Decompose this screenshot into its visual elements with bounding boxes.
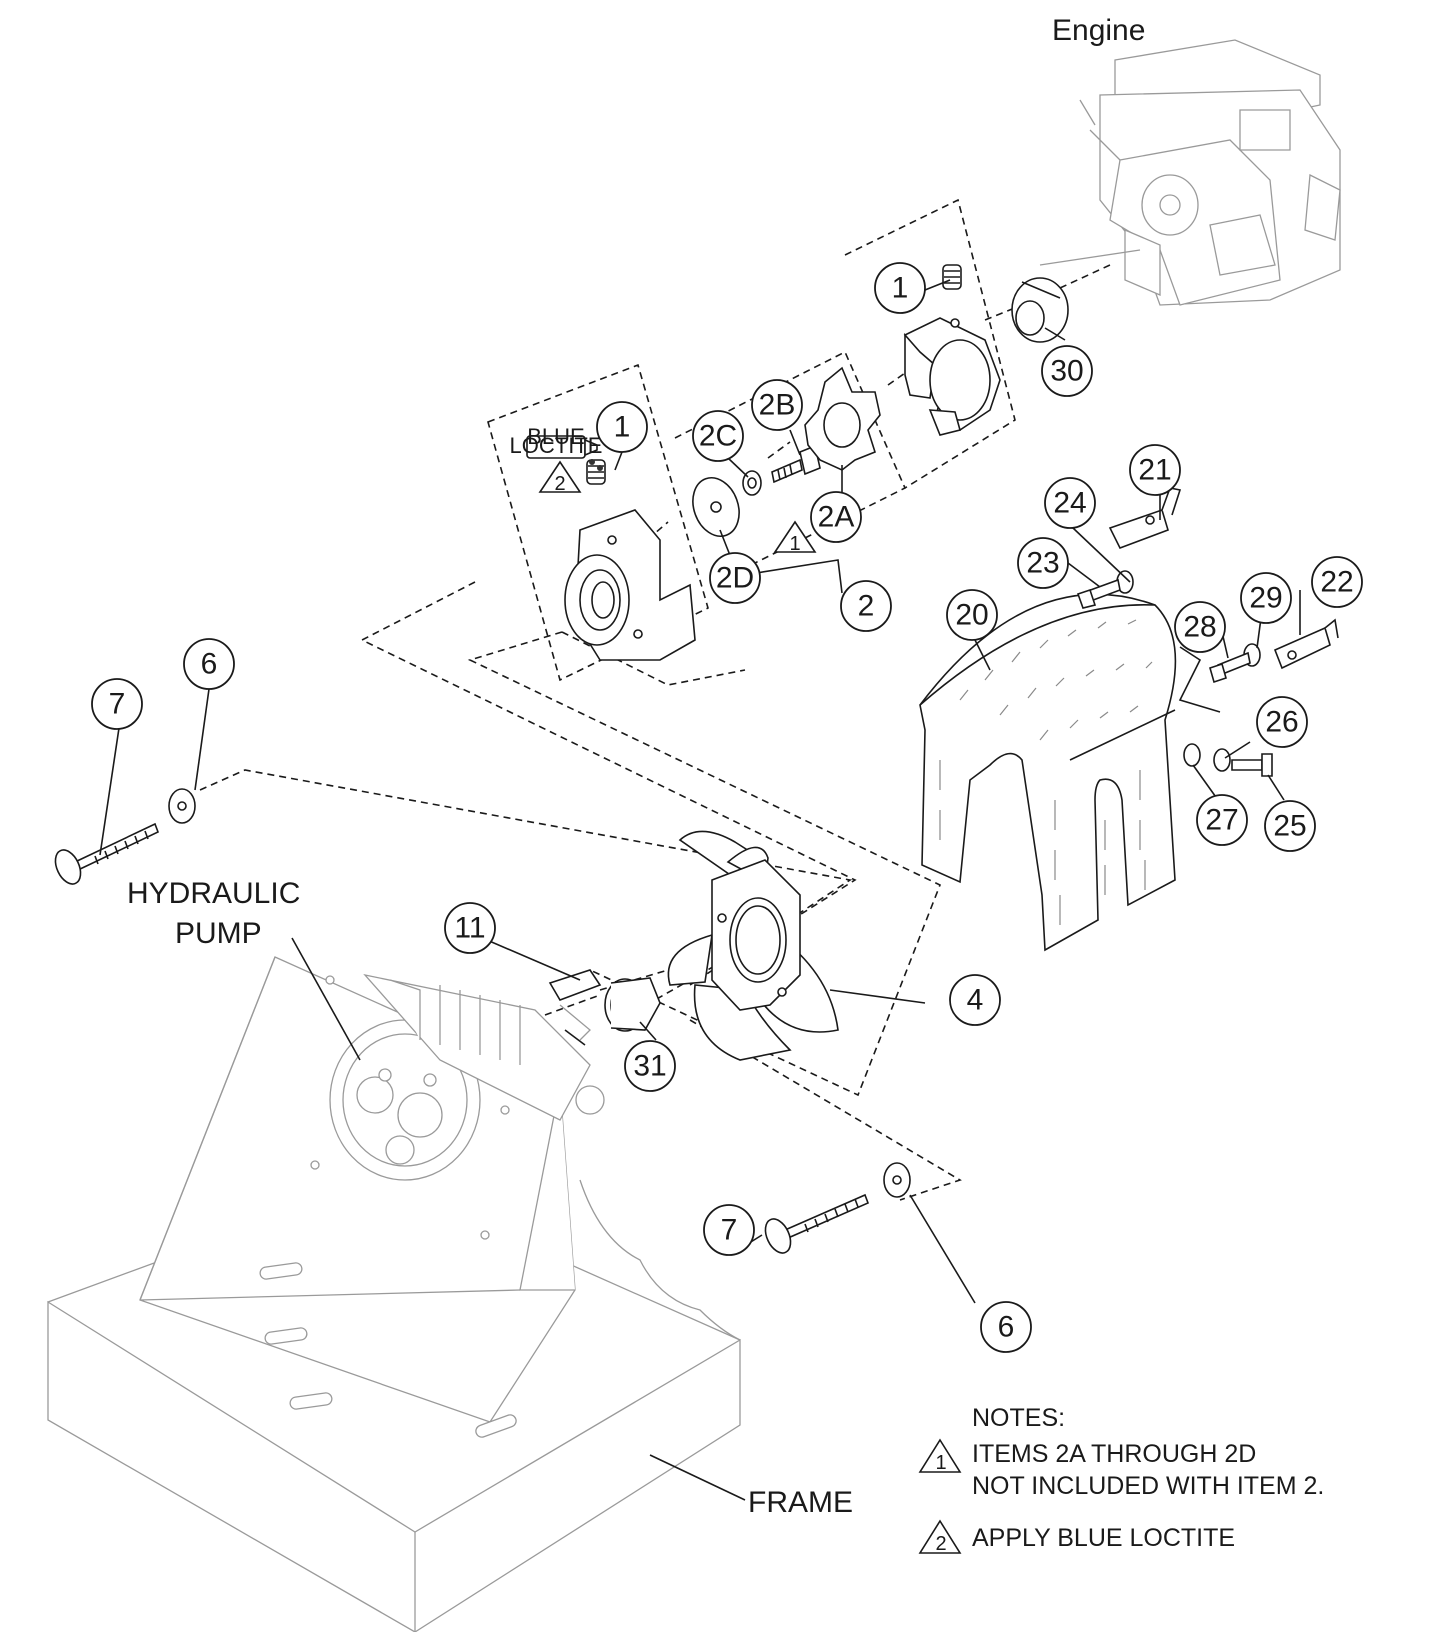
spider-2a	[804, 366, 881, 471]
svg-text:4: 4	[967, 984, 984, 1017]
svg-text:26: 26	[1265, 706, 1298, 739]
svg-text:2B: 2B	[759, 389, 796, 422]
washer-27	[1183, 743, 1201, 767]
svg-text:1: 1	[614, 411, 631, 444]
callout-1-left: 1	[596, 401, 648, 453]
callout-2a: 2A	[810, 491, 862, 543]
coupling-half-engine	[903, 317, 1001, 436]
callout-24: 24	[1044, 477, 1096, 529]
bolt-23	[1076, 578, 1121, 609]
svg-text:1: 1	[789, 533, 800, 555]
washer-26	[1213, 748, 1231, 772]
svg-text:24: 24	[1053, 487, 1086, 520]
callout-29: 29	[1240, 572, 1292, 624]
callout-1-right: 1	[874, 262, 926, 314]
triangle-marker-2-loctite: 2	[538, 460, 582, 495]
notes-title: NOTES:	[972, 1404, 1065, 1432]
svg-text:23: 23	[1026, 547, 1059, 580]
tube-text-blue: BLUE	[527, 424, 584, 449]
svg-text:27: 27	[1205, 804, 1238, 837]
bolt-28	[1209, 651, 1251, 684]
guard-20	[919, 593, 1177, 952]
bolt-25	[1231, 753, 1273, 777]
coupling-half-pump	[564, 509, 696, 661]
svg-text:31: 31	[633, 1050, 666, 1083]
callout-11: 11	[444, 902, 496, 954]
washer-6-lower	[883, 1162, 911, 1198]
callout-4: 4	[949, 974, 1001, 1026]
callout-2d: 2D	[709, 552, 761, 604]
bolt-7-upper	[54, 822, 160, 885]
leader-lines	[99, 279, 1301, 1501]
notes-block: NOTES: 1 ITEMS 2A THROUGH 2D NOT INCLUDE…	[918, 1404, 1324, 1555]
svg-text:30: 30	[1050, 355, 1083, 388]
callout-27: 27	[1196, 794, 1248, 846]
svg-text:7: 7	[109, 688, 126, 721]
note1-triangle	[918, 1438, 962, 1473]
engine-label: Engine	[1052, 14, 1145, 47]
hydraulic-label-line2: PUMP	[175, 917, 262, 950]
svg-text:28: 28	[1183, 611, 1216, 644]
fan-4	[667, 830, 839, 1061]
svg-text:6: 6	[998, 1311, 1015, 1344]
callout-7-upper: 7	[91, 678, 143, 730]
callout-2c: 2C	[692, 410, 744, 462]
engine	[1039, 39, 1341, 306]
svg-text:29: 29	[1249, 582, 1282, 615]
triangle-marker-1-spider: 1	[773, 520, 817, 555]
callout-28: 28	[1174, 601, 1226, 653]
svg-text:2: 2	[554, 473, 565, 495]
callout-23: 23	[1017, 537, 1069, 589]
frame-label: FRAME	[748, 1486, 853, 1519]
note2-text: APPLY BLUE LOCTITE	[972, 1524, 1235, 1552]
spacer-31	[604, 977, 661, 1032]
callout-6-upper: 6	[183, 638, 235, 690]
svg-text:25: 25	[1273, 810, 1306, 843]
svg-text:2D: 2D	[716, 562, 754, 595]
bolt-7-lower	[764, 1193, 870, 1254]
washer-6-upper	[168, 788, 196, 824]
callout-30: 30	[1041, 345, 1093, 397]
bracket-22	[1273, 618, 1339, 670]
set-screw-right	[942, 264, 962, 290]
callout-26: 26	[1256, 696, 1308, 748]
note1-line1: ITEMS 2A THROUGH 2D	[972, 1440, 1256, 1468]
svg-text:2A: 2A	[818, 501, 855, 534]
callout-20: 20	[946, 589, 998, 641]
loctite-tube: BLUE LOCTITE	[510, 424, 603, 471]
washer-2d	[692, 477, 740, 537]
svg-text:1: 1	[892, 272, 909, 305]
note2-marker: 2	[935, 1533, 946, 1555]
callout-21: 21	[1129, 444, 1181, 496]
callout-31: 31	[624, 1040, 676, 1092]
hydraulic-pump	[329, 973, 605, 1181]
bracket-21	[1108, 487, 1182, 550]
callout-25: 25	[1264, 800, 1316, 852]
svg-text:2C: 2C	[699, 420, 737, 453]
callout-2: 2	[840, 580, 892, 632]
svg-text:11: 11	[454, 912, 485, 945]
svg-text:2: 2	[858, 590, 875, 623]
svg-text:6: 6	[201, 648, 218, 681]
callout-2b: 2B	[751, 379, 803, 431]
svg-text:20: 20	[955, 599, 988, 632]
collar-30	[1011, 277, 1069, 343]
key-11	[548, 969, 602, 1001]
note1-marker: 1	[935, 1452, 946, 1474]
svg-text:22: 22	[1320, 566, 1353, 599]
tube-text-loctite: LOCTITE	[510, 433, 603, 458]
svg-text:7: 7	[721, 1214, 738, 1247]
note2-triangle	[918, 1519, 962, 1554]
callout-22: 22	[1311, 556, 1363, 608]
callout-6-lower: 6	[980, 1301, 1032, 1353]
callout-7-lower: 7	[703, 1204, 755, 1256]
svg-text:21: 21	[1138, 454, 1171, 487]
note1-line2: NOT INCLUDED WITH ITEM 2.	[972, 1472, 1324, 1500]
hydraulic-label-line1: HYDRAULIC	[127, 877, 300, 910]
